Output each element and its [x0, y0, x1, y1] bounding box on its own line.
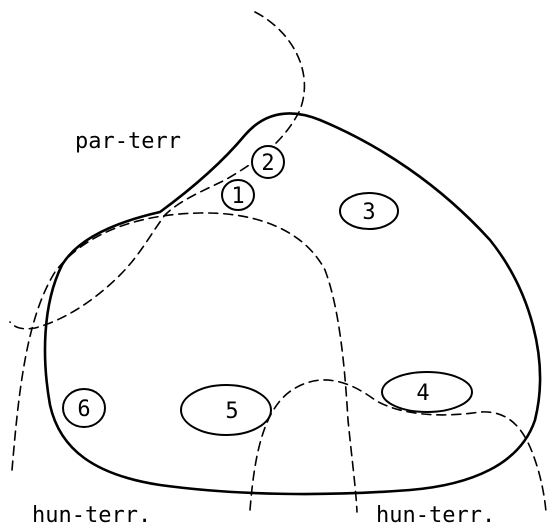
- area-5-label: 5: [225, 399, 238, 424]
- area-2-label: 2: [261, 151, 274, 176]
- area-1-outline: [221, 179, 255, 211]
- area-4: 4: [381, 371, 473, 413]
- hun-terr-left-boundary: [11, 212, 358, 513]
- area-5-outline: [180, 384, 272, 436]
- hun-terr-left-label: hun-terr.: [32, 503, 151, 526]
- area-6-outline: [62, 388, 106, 428]
- area-1-label: 1: [231, 184, 244, 209]
- hun-terr-right-label: hun-terr.: [376, 503, 495, 526]
- area-6: 6: [62, 388, 106, 428]
- region-outline: [43, 112, 542, 496]
- area-1: 1: [221, 179, 255, 211]
- area-2-outline: [251, 145, 285, 179]
- hun-terr-right-boundary: [249, 379, 547, 513]
- area-4-label: 4: [416, 381, 429, 406]
- area-2: 2: [251, 145, 285, 179]
- area-3-outline: [339, 192, 399, 230]
- par-terr-label: par-terr: [75, 129, 181, 154]
- area-4-outline: [381, 371, 473, 413]
- par-terr-boundary: [9, 11, 306, 330]
- area-3-label: 3: [362, 200, 375, 225]
- area-3: 3: [339, 192, 399, 230]
- area-6-label: 6: [77, 397, 90, 422]
- area-5: 5: [180, 384, 272, 436]
